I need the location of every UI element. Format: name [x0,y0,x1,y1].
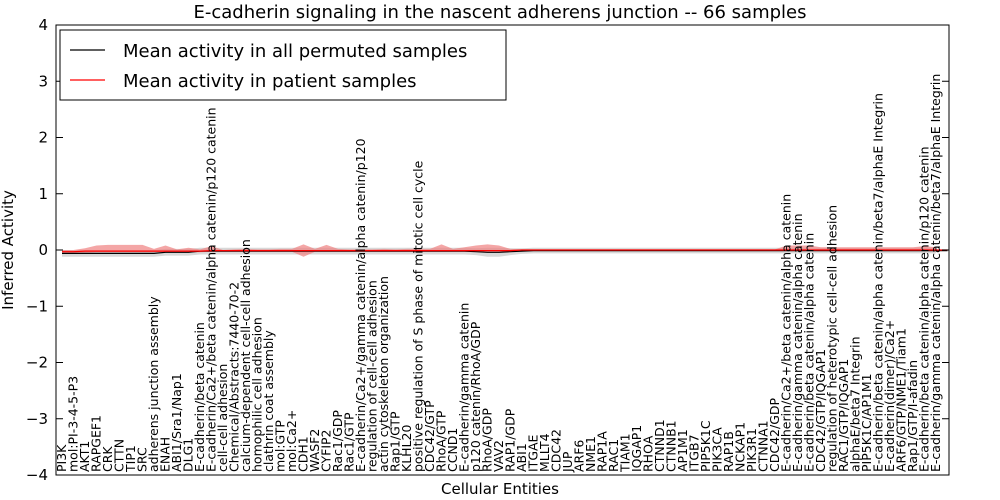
category-label: TIP1 [123,445,138,473]
category-label: AP1M1 [675,429,690,472]
y-tick-label: −2 [26,354,48,372]
category-label: E-cadherin/Ca2+/beta catenin/alpha caten… [779,194,794,472]
category-label: E-cadherin(dimer)/Ca2+ [882,320,897,472]
category-label: MLLT4 [537,433,552,472]
chart-title: E-cadherin signaling in the nascent adhe… [193,2,806,23]
y-axis: −4 −3 −2 −1 0 1 2 3 4 [26,16,949,484]
category-label: RAP1A [595,431,610,472]
category-label: CCND1 [445,428,460,472]
category-label: E-cadherin/gamma catenin/alpha catenin [790,213,805,472]
category-label: ENAH [158,437,173,472]
category-label: CTTN [112,439,127,472]
category-label: E-cadherin/Ca2+/beta catenin/alpha caten… [204,107,219,472]
category-label: RAPGEF1 [89,415,104,472]
category-label: KLHL20 [399,425,414,472]
category-label: CDC42 [549,429,564,472]
y-tick-label: 4 [38,16,48,34]
category-label: RAC1/GTP/IQGAP1 [836,359,851,472]
category-label: ABI1 [514,443,529,472]
category-label: mol:Ca2+ [284,410,299,472]
category-label: ABI1/Sra1/Nap1 [169,373,184,472]
category-label: PIP5K1C/AP1M1 [859,373,874,472]
category-label: RhoA/GTP [434,410,449,472]
category-label: SRC [135,447,150,472]
category-label: WASF2 [307,429,322,472]
category-label: CDC42/GTP/IQGAP1 [813,349,828,472]
category-label: cell-cell adhesion [215,364,230,472]
category-label: E-cadherin/Ca2+/gamma catenin/alpha cate… [353,138,368,472]
category-labels: PI3Kmol:PI-3-4-5-P3AKT1RAPGEF1CRKCTTNTIP… [54,74,943,473]
category-label: ITGB7 [687,434,702,472]
y-tick-label: −1 [26,297,48,315]
category-label: NCKAP1 [733,422,748,472]
category-label: CDC42/GTP [422,400,437,472]
category-label: CTNND1 [652,419,667,472]
legend-box [59,29,507,101]
category-label: homophilic cell adhesion [250,317,265,472]
category-label: E-cadherin/gamma catenin/alpha catenin/b… [928,74,943,472]
category-label: TIAM1 [618,433,633,473]
category-label: Chemical/Abstracts:7440-70-2 [227,282,242,472]
category-label: RAP1/GDP [503,408,518,472]
category-label: NME1 [583,436,598,472]
category-label: JUP [560,451,575,473]
category-label: CTNNA1 [756,420,771,472]
category-label: VAV2 [491,440,506,472]
legend: Mean activity in all permuted samples Me… [59,29,507,101]
category-label: clathrin coat assembly [261,330,276,472]
category-label: PI3K [54,444,69,472]
category-label: CDH1 [296,436,311,472]
y-tick-label: −4 [26,466,48,484]
category-label: CYFIP2 [319,429,334,472]
category-label: PIK3R1 [744,428,759,472]
category-label: positive regulation of S phase of mitoti… [411,160,426,472]
legend-label-patient: Mean activity in patient samples [123,71,417,92]
category-label: CRK [100,446,115,472]
y-tick-label: −3 [26,410,48,428]
category-label: RAP1B [721,431,736,472]
category-label: DLG1 [181,438,196,472]
category-label: RAC1 [606,439,621,472]
category-label: E-cadherin/beta catenin [192,322,207,472]
category-label: E-cadherin/beta catenin/alpha catenin [802,233,817,472]
y-tick-label: 2 [38,129,48,147]
category-label: ARF6/GTP/NME1/Tiam1 [894,328,909,472]
category-label: E-cadherin/beta catenin/alpha catenin/be… [871,93,886,472]
category-label: Rac1/GDP [330,410,345,472]
category-label: p120 catenin/RhoA/GDP [468,321,483,472]
category-label: mol:GTP [273,420,288,472]
y-tick-label: 3 [38,72,48,90]
plot-area [62,244,948,257]
category-label: actin cytoskeleton organization [376,276,391,472]
category-label: Rap1/GTP [388,411,403,472]
category-label: E-cadherin/beta catenin/alpha catenin/p1… [917,146,932,472]
category-label: calcium-dependent cell-cell adhesion [238,239,253,472]
category-label: ARF6 [572,440,587,472]
category-label: Rac1/GTP [342,412,357,472]
category-label: regulation of cell-cell adhesion [365,280,380,472]
y-axis-label: Inferred Activity [0,190,17,310]
x-axis-label: Cellular Entities [441,480,559,498]
category-label: ITGAE [526,434,541,472]
category-label: PIP5K1C [698,420,713,472]
category-label: RHOA [641,435,656,472]
category-label: adherens junction assembly [146,296,161,472]
legend-label-permuted: Mean activity in all permuted samples [123,41,467,62]
category-label: regulation of heterotypic cell-cell adhe… [825,205,840,472]
y-tick-label: 0 [38,241,48,259]
category-label: IQGAP1 [629,425,644,472]
category-label: E-cadherin/gamma catenin [457,303,472,472]
y-tick-label: 1 [38,185,48,203]
category-label: CDC42/GDP [767,397,782,472]
category-label: CTNNB1 [664,420,679,472]
category-label: RhoA/GDP [480,408,495,472]
series-line-patient [62,249,948,253]
category-label: AKT1 [77,441,92,472]
category-label: alphaE/beta7 Integrin [848,336,863,472]
category-label: Rap1/GTP/I-afadin [905,360,920,472]
category-label: mol:PI-3-4-5-P3 [66,376,81,472]
category-label: PIK3CA [710,427,725,472]
